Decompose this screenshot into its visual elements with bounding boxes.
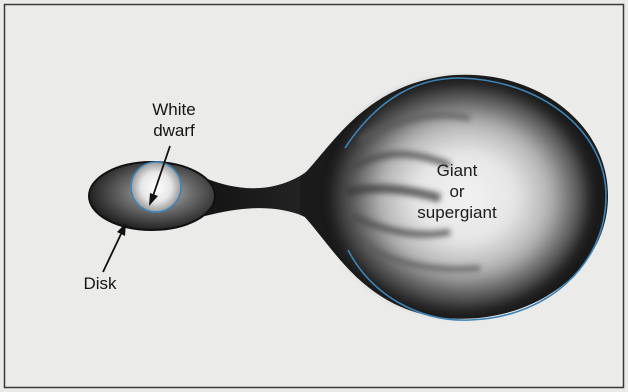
giant-label-line-1: Giant [392, 160, 522, 181]
disk-label-text: Disk [70, 273, 130, 294]
white-dwarf-label: White dwarf [138, 99, 210, 141]
white-dwarf-label-line-2: dwarf [138, 120, 210, 141]
white-dwarf-label-line-1: White [138, 99, 210, 120]
disk-arrow [103, 223, 126, 272]
disk-label: Disk [70, 273, 130, 294]
giant-label: Giant or supergiant [392, 160, 522, 223]
giant-label-line-3: supergiant [392, 202, 522, 223]
giant-label-line-2: or [392, 181, 522, 202]
